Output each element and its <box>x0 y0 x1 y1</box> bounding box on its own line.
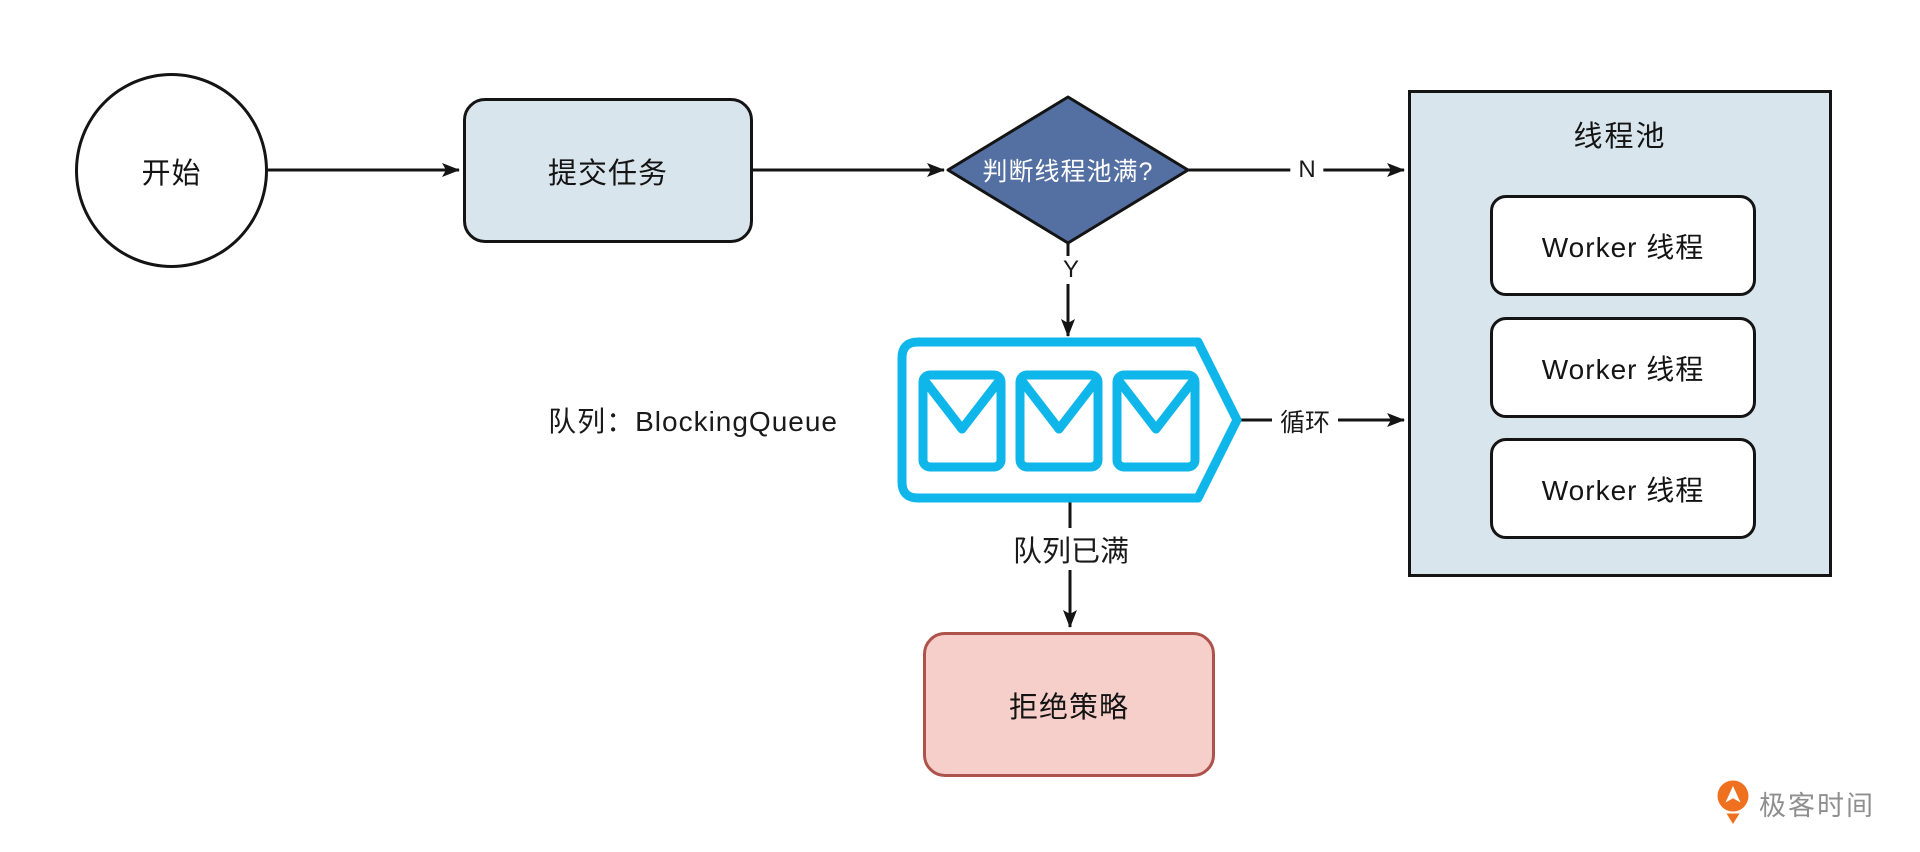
decision-diamond-shape <box>946 95 1190 245</box>
worker-thread-label: Worker 线程 <box>1541 474 1705 506</box>
thread-pool-title: 线程池 <box>1573 121 1667 153</box>
geektime-logo-text: 极客时间 <box>1759 790 1875 821</box>
branch-label-y: Y <box>1054 256 1088 284</box>
envelope-icon <box>1112 370 1200 472</box>
geektime-logo: 极客时间 <box>1716 780 1875 826</box>
worker-thread-label: Worker 线程 <box>1541 231 1705 263</box>
envelope-icon <box>1015 370 1103 472</box>
thread-pool-container: 线程池 Worker 线程 Worker 线程 Worker 线程 <box>1408 90 1832 577</box>
envelope-icon <box>918 370 1006 472</box>
worker-thread-box: Worker 线程 <box>1490 195 1756 296</box>
reject-policy-node: 拒绝策略 <box>923 632 1215 777</box>
worker-thread-box: Worker 线程 <box>1490 317 1756 418</box>
decision-label: 判断线程池满? <box>982 158 1154 186</box>
start-label: 开始 <box>141 157 202 190</box>
worker-thread-box: Worker 线程 <box>1490 438 1756 539</box>
worker-thread-label: Worker 线程 <box>1541 353 1705 385</box>
submit-task-label: 提交任务 <box>547 157 668 190</box>
start-node: 开始 <box>75 73 268 268</box>
blocking-queue-icon <box>897 337 1242 503</box>
reject-policy-label: 拒绝策略 <box>1008 691 1129 724</box>
queue-caption: 队列：BlockingQueue <box>548 406 838 437</box>
branch-label-n: N <box>1290 156 1324 184</box>
geektime-logo-icon <box>1717 780 1749 824</box>
queue-full-label: 队列已满 <box>1004 528 1138 570</box>
submit-task-node: 提交任务 <box>463 98 753 243</box>
loop-label: 循环 <box>1271 403 1339 439</box>
